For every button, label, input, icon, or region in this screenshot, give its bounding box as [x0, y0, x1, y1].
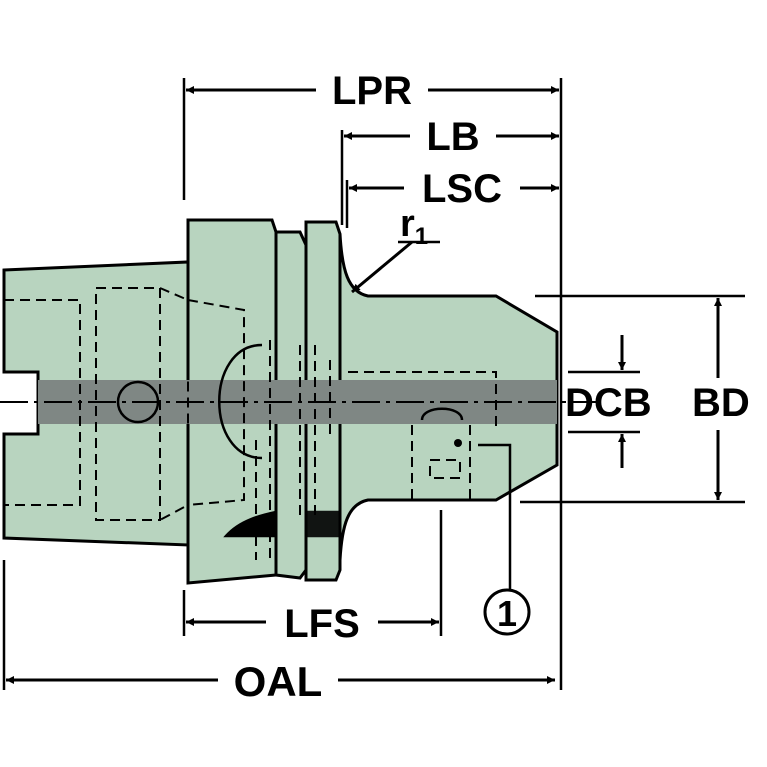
internal-outlines — [116, 343, 464, 538]
r1-leader — [351, 240, 413, 294]
lpr-label: LPR — [332, 69, 412, 113]
hidden-lines — [4, 287, 497, 560]
extension-lines — [2, 78, 745, 690]
callout-number: 1 — [497, 593, 517, 634]
r1-label: r1 — [400, 203, 428, 250]
oal-label: OAL — [234, 658, 323, 705]
dot — [454, 439, 462, 447]
r1-base: r — [400, 203, 415, 245]
lsc-label: LSC — [422, 167, 502, 211]
dimension-lines — [6, 86, 722, 684]
lb-label: LB — [426, 115, 479, 159]
r1-subscript: 1 — [415, 223, 428, 250]
bd-label: BD — [692, 381, 750, 425]
dcb-label: DCB — [565, 381, 652, 425]
callout-circle — [483, 588, 531, 636]
tool-holder-body — [2, 218, 559, 585]
lfs-label: LFS — [284, 602, 360, 646]
